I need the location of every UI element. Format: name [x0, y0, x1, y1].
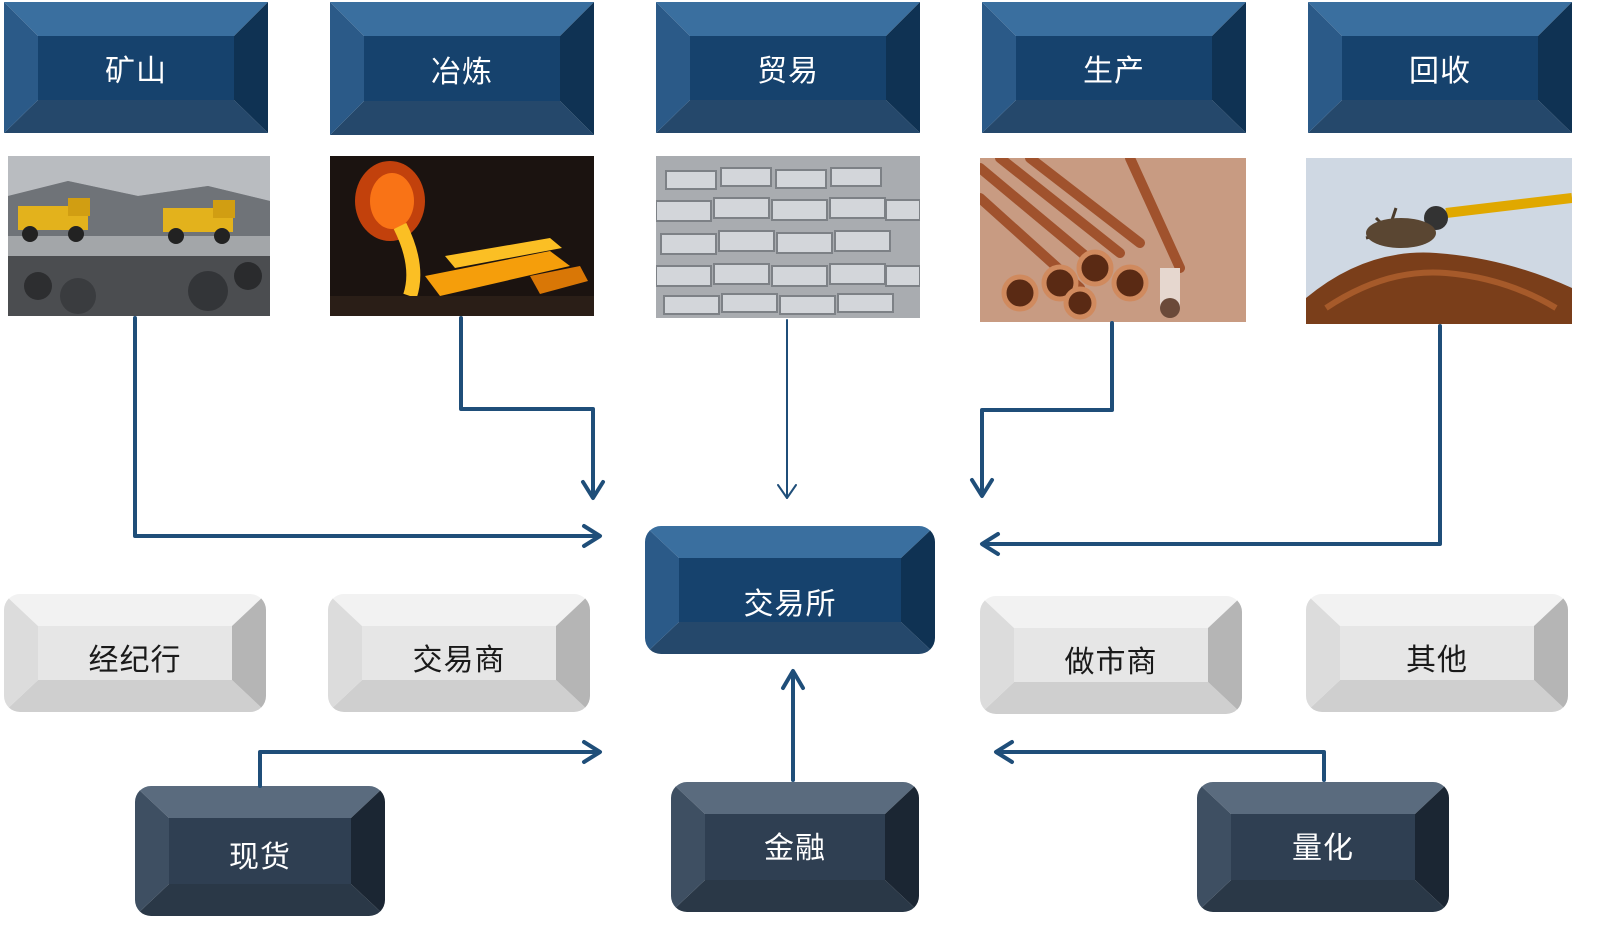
- participant-market-maker-label: 做市商: [1064, 645, 1158, 680]
- arrow-recycling-to-exchange: [982, 324, 1442, 546]
- stage-smelting-box: 冶炼: [330, 2, 594, 135]
- participant-other-box: 其他: [1306, 594, 1568, 712]
- participant-other-label: 其他: [1406, 643, 1468, 678]
- arrowhead-spot: [582, 740, 602, 764]
- molten-metal-photo: [330, 156, 594, 316]
- participant-market-maker-box: 做市商: [980, 596, 1242, 714]
- source-finance-box: 金融: [671, 782, 919, 912]
- exchange-box: 交易所: [645, 526, 935, 654]
- copper-pipes-photo: [980, 158, 1246, 322]
- exchange-label: 交易所: [743, 587, 837, 622]
- arrowhead-smelting: [581, 480, 605, 500]
- stage-mining-box: 矿山: [4, 2, 268, 133]
- metal-ingots-photo: [656, 156, 920, 318]
- arrowhead-mining: [582, 524, 602, 548]
- arrowhead-recycling: [980, 532, 1000, 556]
- arrowhead-trade: [777, 484, 797, 499]
- stage-smelting-label: 冶炼: [431, 54, 493, 90]
- source-quant-box: 量化: [1197, 782, 1449, 912]
- participant-dealer-label: 交易商: [412, 643, 506, 678]
- arrow-smelting-to-exchange: [459, 316, 595, 499]
- source-quant-label: 量化: [1292, 831, 1354, 866]
- arrowhead-finance: [781, 669, 805, 690]
- stage-trade-label: 贸易: [757, 53, 819, 89]
- arrowhead-quant: [994, 740, 1014, 764]
- participant-broker-label: 经纪行: [88, 643, 182, 678]
- participant-broker-box: 经纪行: [4, 594, 266, 712]
- stage-trade-box: 贸易: [656, 2, 920, 133]
- source-finance-label: 金融: [764, 831, 826, 866]
- participant-dealer-box: 交易商: [328, 594, 590, 712]
- arrowhead-production: [970, 478, 994, 498]
- stage-recycling-box: 回收: [1308, 2, 1572, 133]
- mining-trucks-photo: [8, 156, 270, 316]
- arrow-mining-to-exchange: [133, 316, 600, 538]
- arrow-quant-to-exchange: [996, 750, 1326, 782]
- source-spot-label: 现货: [229, 840, 291, 875]
- source-spot-box: 现货: [135, 786, 385, 916]
- arrow-spot-to-exchange: [258, 750, 600, 788]
- stage-mining-label: 矿山: [105, 53, 167, 89]
- stage-production-label: 生产: [1083, 53, 1145, 89]
- stage-production-box: 生产: [982, 2, 1246, 133]
- arrow-production-to-exchange: [980, 321, 1114, 497]
- stage-recycling-label: 回收: [1409, 53, 1471, 89]
- scrap-crane-photo: [1306, 158, 1572, 324]
